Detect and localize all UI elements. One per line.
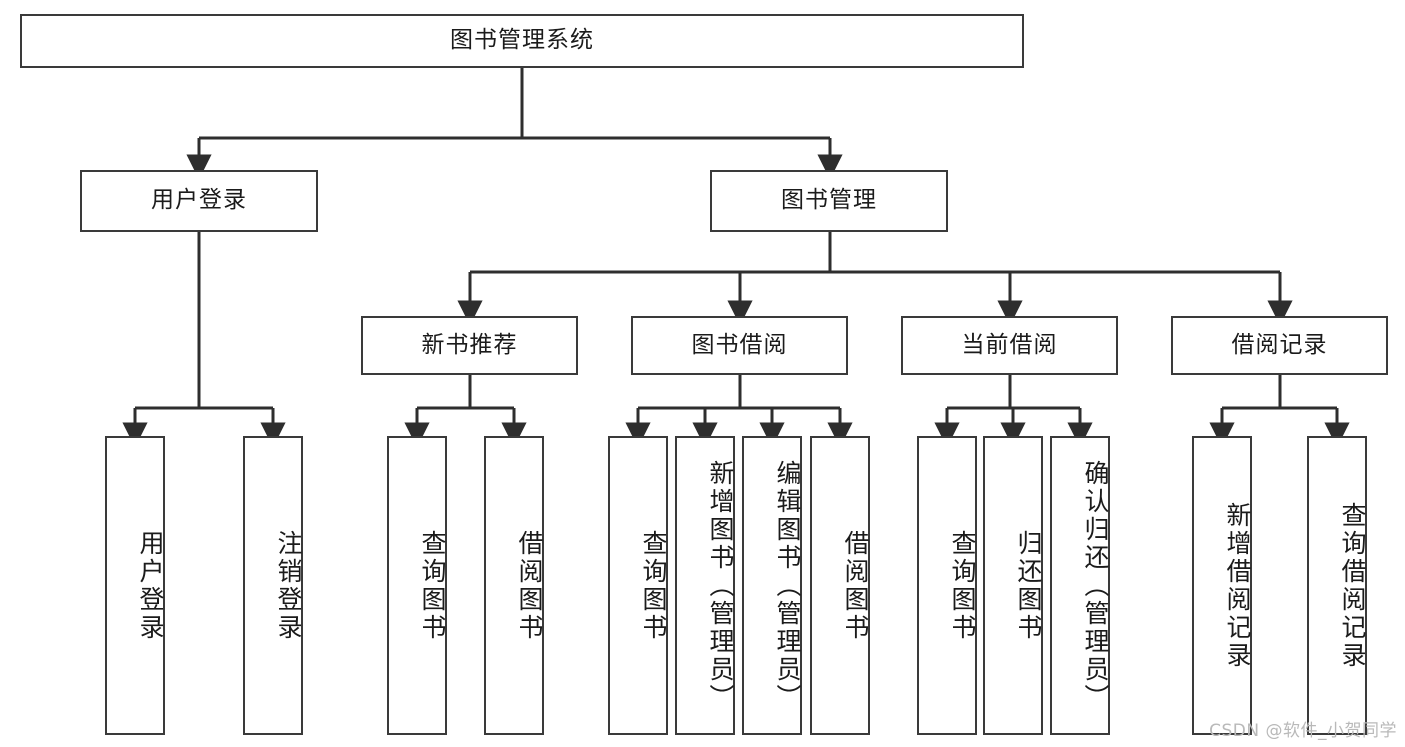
node-leaf-confirm-return-label: 确认归还（管理员） <box>1081 459 1110 712</box>
node-leaf-edit-book[interactable]: 编辑图书（管理员） <box>742 436 802 735</box>
node-leaf-query-book-2[interactable]: 查询图书 <box>608 436 668 735</box>
node-new-book-rec[interactable]: 新书推荐 <box>361 316 578 375</box>
watermark: CSDN @软件_小贺同学 <box>1209 721 1397 741</box>
node-user-login-label: 用户登录 <box>151 187 247 214</box>
node-book-manage[interactable]: 图书管理 <box>710 170 948 232</box>
node-leaf-logout[interactable]: 注销登录 <box>243 436 303 735</box>
node-user-login[interactable]: 用户登录 <box>80 170 318 232</box>
node-leaf-query-record[interactable]: 查询借阅记录 <box>1307 436 1367 735</box>
node-current-borrow-label: 当前借阅 <box>961 331 1058 358</box>
node-new-book-rec-label: 新书推荐 <box>421 331 518 358</box>
node-leaf-query-book-3-label: 查询图书 <box>948 529 977 642</box>
node-root-label: 图书管理系统 <box>450 27 594 54</box>
node-leaf-logout-label: 注销登录 <box>274 529 303 642</box>
node-leaf-edit-book-label: 编辑图书（管理员） <box>773 459 802 712</box>
node-leaf-borrow-book-2[interactable]: 借阅图书 <box>810 436 870 735</box>
node-leaf-confirm-return[interactable]: 确认归还（管理员） <box>1050 436 1110 735</box>
node-book-borrow-label: 图书借阅 <box>691 331 788 358</box>
node-leaf-query-book-1-label: 查询图书 <box>418 529 447 642</box>
node-leaf-return-book-label: 归还图书 <box>1014 529 1043 642</box>
node-leaf-query-record-label: 查询借阅记录 <box>1338 501 1367 670</box>
node-leaf-add-book-label: 新增图书（管理员） <box>706 459 735 712</box>
node-leaf-add-record[interactable]: 新增借阅记录 <box>1192 436 1252 735</box>
node-borrow-record-label: 借阅记录 <box>1231 331 1328 358</box>
node-leaf-query-book-2-label: 查询图书 <box>639 529 668 642</box>
node-current-borrow[interactable]: 当前借阅 <box>901 316 1118 375</box>
node-leaf-add-record-label: 新增借阅记录 <box>1223 501 1252 670</box>
node-leaf-return-book[interactable]: 归还图书 <box>983 436 1043 735</box>
node-leaf-borrow-book-1[interactable]: 借阅图书 <box>484 436 544 735</box>
node-leaf-borrow-book-1-label: 借阅图书 <box>515 529 544 642</box>
node-leaf-query-book-3[interactable]: 查询图书 <box>917 436 977 735</box>
node-leaf-add-book[interactable]: 新增图书（管理员） <box>675 436 735 735</box>
node-leaf-user-login[interactable]: 用户登录 <box>105 436 165 735</box>
node-book-borrow[interactable]: 图书借阅 <box>631 316 848 375</box>
node-leaf-user-login-label: 用户登录 <box>136 529 165 642</box>
node-root[interactable]: 图书管理系统 <box>20 14 1024 68</box>
node-book-manage-label: 图书管理 <box>781 187 877 214</box>
node-borrow-record[interactable]: 借阅记录 <box>1171 316 1388 375</box>
node-leaf-borrow-book-2-label: 借阅图书 <box>841 529 870 642</box>
node-leaf-query-book-1[interactable]: 查询图书 <box>387 436 447 735</box>
